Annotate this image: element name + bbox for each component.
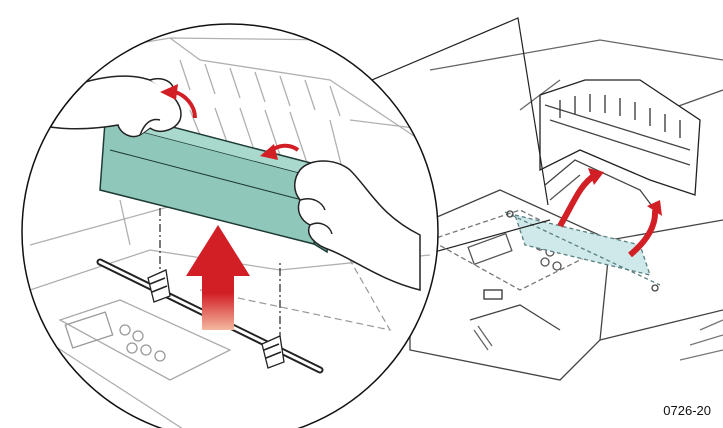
figure-id-label: 0726-20: [663, 403, 711, 418]
printer-overview: [409, 39, 723, 381]
magnified-detail: [22, 24, 438, 428]
zoom-callout-lines: [359, 17, 551, 257]
curved-arrow-icon: [160, 84, 300, 160]
up-arrow-icon: [186, 225, 250, 330]
magnifier-circle: [21, 23, 439, 428]
right-hand: [294, 160, 421, 291]
